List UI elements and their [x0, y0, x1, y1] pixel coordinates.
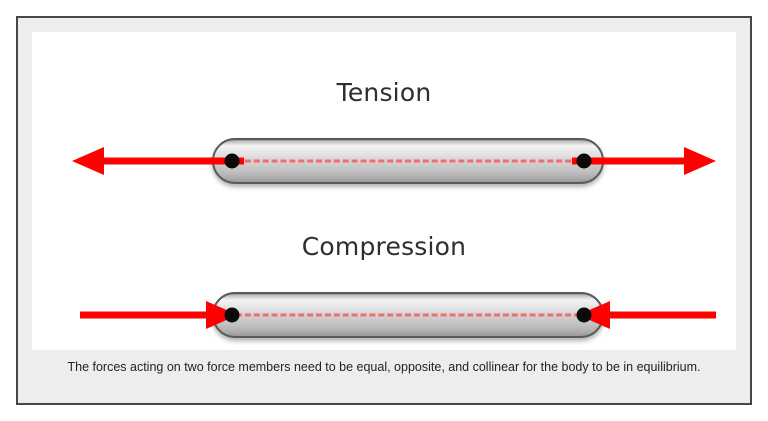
figure-caption: The forces acting on two force members n…: [67, 360, 701, 374]
pin-joint-compression-left: [224, 307, 240, 323]
force-member-compression: [212, 292, 604, 338]
pin-joint-tension-left: [224, 153, 240, 169]
diagram-title-compression: Compression: [301, 232, 467, 261]
pin-joint-tension-right: [576, 153, 592, 169]
diagram-canvas: Tension Compression: [32, 32, 736, 350]
figure-inner-band: Tension Compression: [18, 18, 750, 403]
centerline-tension: [236, 159, 580, 163]
pin-joint-compression-right: [576, 307, 592, 323]
figure-frame: Tension Compression: [16, 16, 752, 405]
diagram-title-tension: Tension: [336, 78, 432, 107]
force-member-tension: [212, 138, 604, 184]
centerline-compression: [236, 313, 580, 317]
